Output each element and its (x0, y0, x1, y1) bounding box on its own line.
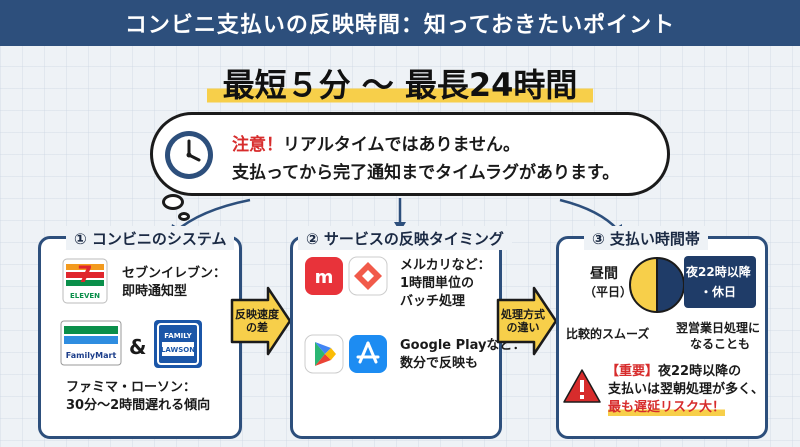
mercari-text-2: 1時間単位の (400, 276, 475, 291)
seven-eleven-logo-icon: 7 ELEVEN (62, 258, 108, 304)
notice-line-1: 注意！リアルタイムではありません。 (232, 130, 520, 155)
google-play-text-1: Google Playなど： (400, 338, 526, 353)
important-text-3: 最も遅延リスク大！ (608, 400, 726, 416)
app-store-icon (349, 335, 387, 373)
notice-line-2: 支払ってから完了通知までタイムラグがあります。 (232, 163, 620, 183)
google-play-text-2: 数分で反映も (400, 356, 479, 371)
clock-icon (165, 131, 213, 179)
notice-warning: 注意！ (232, 135, 283, 155)
night-label-2: ・休日 (700, 285, 737, 299)
panel-time-title: ③ 支払い時間帯 (584, 226, 708, 250)
headline: 最短５分 〜 最長24時間 (0, 60, 800, 106)
familymart-logo-icon: FamilyMart (60, 320, 122, 366)
night-box (684, 256, 756, 308)
sun-moon-icon (629, 256, 685, 314)
arrow-label-method-1: 処理方式 (501, 308, 545, 321)
important-text-2: 支払いは翌朝処理が多く、 (608, 382, 765, 397)
important-text-1: 夜22時以降の (658, 364, 742, 379)
svg-text:m: m (315, 267, 334, 288)
lawson-logo-icon: FAMILY LAWSON (154, 320, 202, 368)
important-tag: 【重要】 (606, 364, 659, 379)
night-next-day-text-1: 翌営業日処理に (676, 321, 761, 335)
familymart-lawson-text-1: ファミマ・ローソン： (66, 380, 197, 395)
mercari-text-1: メルカリなど： (400, 258, 491, 273)
mercari-logo-icon: m (305, 257, 343, 295)
ampersand: & (129, 335, 147, 359)
important-line-1: 【重要】夜22時以降の (606, 364, 741, 380)
night-label-1: 夜22時以降 (686, 265, 751, 279)
night-next-day-text-2: なることも (690, 337, 751, 351)
daytime-label-1: 昼間 (590, 266, 618, 282)
lawson-label-2: LAWSON (161, 346, 195, 354)
page-title-banner: コンビニ支払いの反映時間：知っておきたいポイント (0, 0, 800, 46)
arrow-label-method: 処理方式 の違い (500, 308, 546, 334)
seven-eleven-text-2: 即時通知型 (122, 284, 188, 299)
svg-text:7: 7 (77, 263, 92, 288)
mercari-text-3: バッチ処理 (400, 294, 466, 309)
panel-service-title: ② サービスの反映タイミング (298, 226, 512, 250)
panel-convenience-title: ① コンビニのシステム (66, 226, 235, 250)
headline-text: 最短５分 〜 最長24時間 (206, 60, 594, 106)
arrow-label-method-2: の違い (506, 321, 540, 334)
arrow-label-speed: 反映速度 の差 (234, 308, 280, 334)
cloud-bubble-small (178, 212, 190, 221)
cloud-bubble-large (162, 194, 184, 210)
arrow-label-speed-2: の差 (246, 321, 268, 334)
lawson-label-1: FAMILY (164, 332, 192, 340)
daytime-label-2: （平日） (584, 285, 633, 299)
shopping-app-icon (348, 256, 388, 296)
page-title: コンビニ支払いの反映時間：知っておきたいポイント (124, 13, 676, 38)
notice-line-1-text: リアルタイムではありません。 (283, 135, 520, 155)
arrow-label-speed-1: 反映速度 (235, 308, 279, 321)
arrow-right-icon (496, 286, 558, 356)
google-play-icon (304, 334, 344, 374)
familymart-label: FamilyMart (66, 351, 117, 360)
arrow-right-icon (230, 286, 292, 356)
notice-cloud (150, 112, 670, 196)
daytime-smooth-text: 比較的スムーズ (566, 327, 650, 341)
warning-icon (563, 369, 601, 403)
seven-eleven-label: ELEVEN (70, 292, 100, 300)
familymart-lawson-text-2: 30分〜2時間遅れる傾向 (66, 398, 211, 413)
seven-eleven-text-1: セブンイレブン： (122, 266, 227, 281)
